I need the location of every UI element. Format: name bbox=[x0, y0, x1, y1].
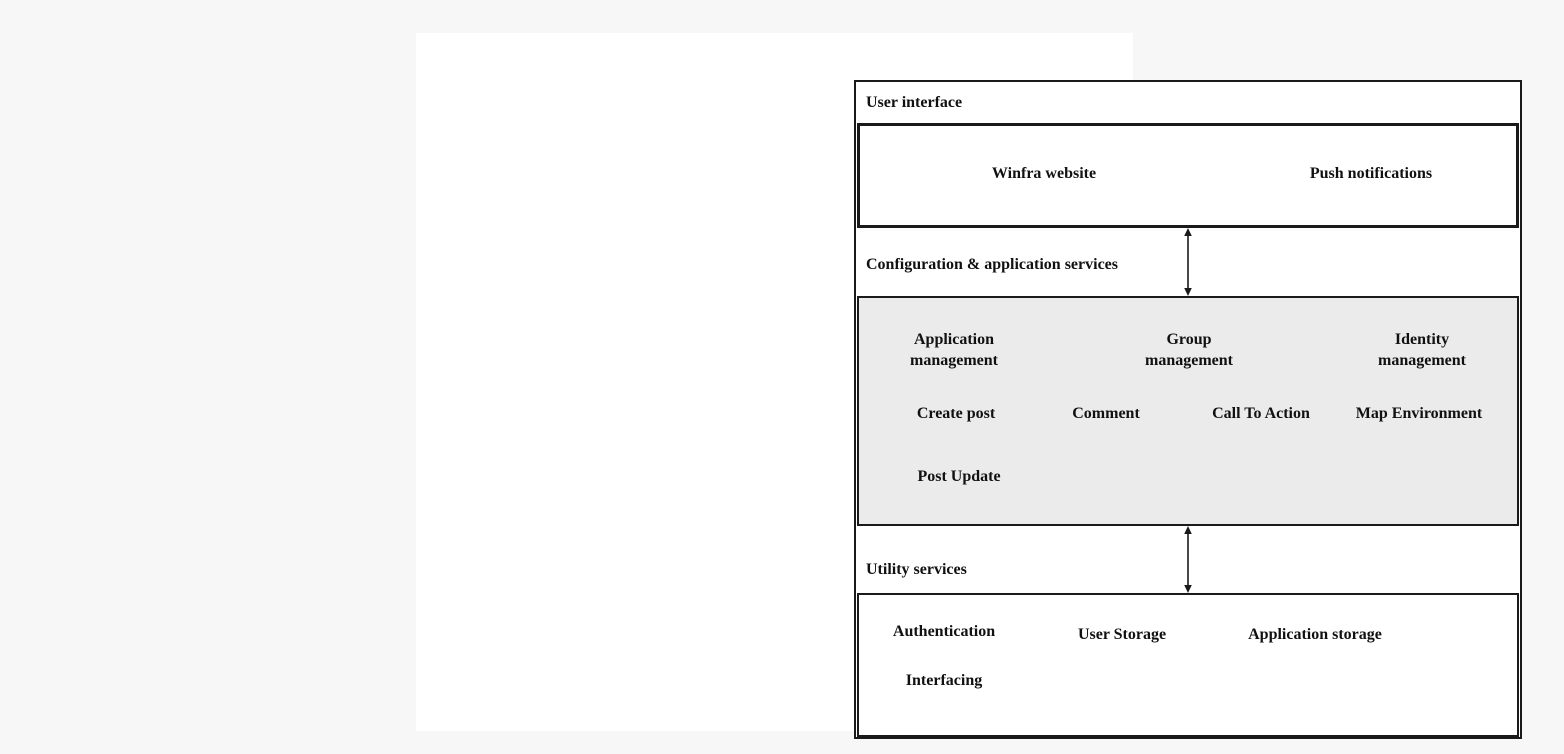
user-interface-box: Winfra website Push notifications bbox=[857, 123, 1519, 228]
architecture-diagram: User interface Winfra website Push notif… bbox=[854, 80, 1522, 739]
module-identity-management: Identity management bbox=[1378, 331, 1466, 369]
figure-page: User interface Winfra website Push notif… bbox=[416, 33, 1522, 739]
utility-services-box: Authentication User Storage Application … bbox=[857, 593, 1519, 737]
feature-comment: Comment bbox=[1072, 405, 1140, 422]
configuration-application-services-box: Application management Group management … bbox=[857, 296, 1519, 526]
feature-map-environment: Map Environment bbox=[1355, 405, 1483, 422]
component-push-notifications: Push notifications bbox=[1309, 165, 1433, 182]
component-application-storage: Application storage bbox=[1248, 626, 1382, 643]
layer-title-configuration-application-services: Configuration & application services bbox=[866, 256, 1118, 273]
component-winfra-website: Winfra website bbox=[991, 165, 1097, 182]
component-authentication: Authentication bbox=[892, 623, 996, 640]
feature-post-update: Post Update bbox=[917, 468, 1001, 485]
component-user-storage: User Storage bbox=[1077, 626, 1167, 643]
bidirectional-arrow-ui-services bbox=[1184, 228, 1192, 296]
module-application-management: Application management bbox=[910, 331, 998, 369]
feature-create-post: Create post bbox=[916, 405, 996, 422]
layer-title-utility-services: Utility services bbox=[866, 561, 967, 578]
module-group-management: Group management bbox=[1145, 331, 1233, 369]
feature-call-to-action: Call To Action bbox=[1212, 405, 1310, 422]
layer-title-user-interface: User interface bbox=[866, 94, 963, 111]
bidirectional-arrow-services-utility bbox=[1184, 526, 1192, 593]
component-interfacing: Interfacing bbox=[905, 672, 983, 689]
